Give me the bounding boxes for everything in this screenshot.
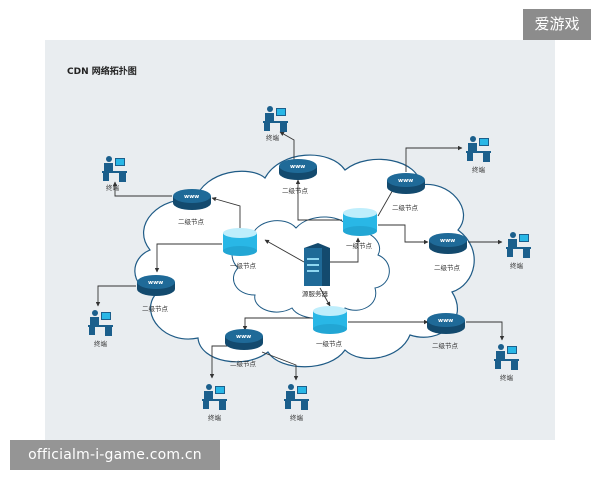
terminal-upper-right: 终端 xyxy=(466,136,491,174)
diagram-title: CDN 网络拓扑图 xyxy=(67,65,137,77)
second-level-node-bottom-right: www 二级节点 xyxy=(427,313,465,350)
svg-text:www: www xyxy=(440,238,455,244)
svg-text:www: www xyxy=(148,280,163,286)
svg-text:二级节点: 二级节点 xyxy=(230,359,257,368)
svg-text:二级节点: 二级节点 xyxy=(432,341,459,350)
connectors xyxy=(95,131,505,381)
svg-text:终端: 终端 xyxy=(510,261,524,270)
svg-text:二级节点: 二级节点 xyxy=(282,186,309,195)
terminal-bottom-right: 终端 xyxy=(494,344,519,382)
svg-text:www: www xyxy=(438,318,453,324)
svg-text:终端: 终端 xyxy=(500,373,514,382)
svg-text:一级节点: 一级节点 xyxy=(316,339,343,348)
svg-text:终端: 终端 xyxy=(266,133,280,142)
first-level-node-top: 一级节点 xyxy=(343,208,377,250)
terminal-bottom-left-a: 终端 xyxy=(202,384,227,422)
svg-text:www: www xyxy=(290,164,305,170)
svg-text:二级节点: 二级节点 xyxy=(434,263,461,272)
first-level-node-bottom: 一级节点 xyxy=(313,306,347,348)
terminal-upper-left: 终端 xyxy=(102,156,127,192)
first-level-node-left: 一级节点 xyxy=(223,228,257,270)
svg-text:二级节点: 二级节点 xyxy=(142,304,169,313)
watermark-top-right: 爱游戏 xyxy=(523,9,591,40)
terminal-right: 终端 xyxy=(506,232,531,270)
terminal-left: 终端 xyxy=(88,310,113,348)
second-level-node-top: www 二级节点 xyxy=(279,159,317,195)
svg-text:www: www xyxy=(236,334,251,340)
svg-text:终端: 终端 xyxy=(472,165,486,174)
watermark-bottom-left: officialm-i-game.com.cn xyxy=(10,440,220,470)
terminal-bottom-left-b: 终端 xyxy=(284,384,309,422)
svg-text:终端: 终端 xyxy=(208,413,222,422)
second-level-node-bottom-left: www 二级节点 xyxy=(225,329,263,368)
second-level-node-upper-left: www 二级节点 xyxy=(173,189,211,226)
second-level-node-upper-right: www 二级节点 xyxy=(387,173,425,212)
svg-text:www: www xyxy=(184,194,199,200)
second-level-node-left: www 二级节点 xyxy=(137,275,175,313)
svg-text:二级节点: 二级节点 xyxy=(178,217,205,226)
svg-text:终端: 终端 xyxy=(290,413,304,422)
svg-text:一级节点: 一级节点 xyxy=(230,261,257,270)
second-level-node-right: www 二级节点 xyxy=(429,233,467,272)
svg-text:终端: 终端 xyxy=(94,339,108,348)
svg-text:www: www xyxy=(398,178,413,184)
source-server: 源服务器 xyxy=(302,243,330,298)
terminal-top: 终端 xyxy=(263,106,288,142)
svg-text:二级节点: 二级节点 xyxy=(392,203,419,212)
svg-text:终端: 终端 xyxy=(106,183,120,192)
source-server-label: 源服务器 xyxy=(302,289,329,298)
svg-text:一级节点: 一级节点 xyxy=(346,241,373,250)
